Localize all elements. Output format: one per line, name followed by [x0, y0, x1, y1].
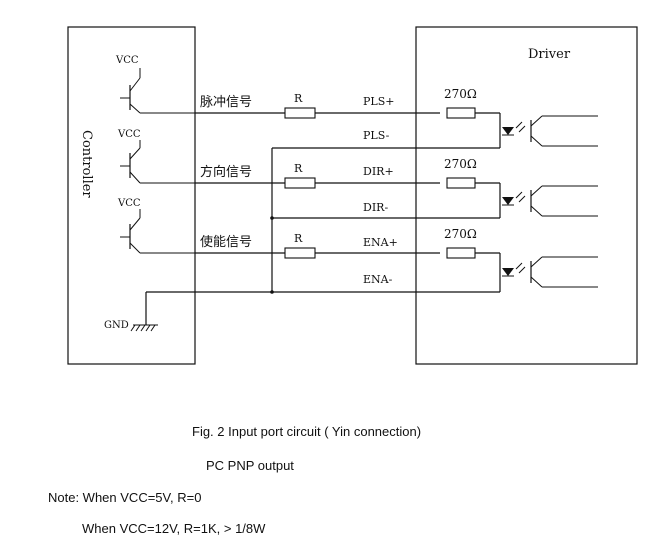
resistor-270-pls: [446, 107, 476, 119]
resistor-270-label-dir: 270Ω: [444, 157, 477, 171]
ground-icon: [130, 324, 158, 332]
signal-label-enable: 使能信号: [200, 234, 252, 250]
terminal-ena-minus: ENA-: [363, 273, 393, 286]
driver-box: [415, 26, 638, 365]
vcc-label-1: VCC: [115, 55, 139, 66]
note-line-1: Note: When VCC=5V, R=0: [48, 490, 202, 505]
resistor-r-dir: [284, 177, 316, 189]
resistor-r-pls: [284, 107, 316, 119]
resistor-r-ena: [284, 247, 316, 259]
circuit-diagram: Controller Driver VCC VCC VCC: [67, 26, 638, 365]
vcc-label-3: VCC: [117, 198, 141, 209]
resistor-270-ena: [446, 247, 476, 259]
controller-box: [67, 26, 196, 365]
note-line-2: When VCC=12V, R=1K, > 1/8W: [82, 521, 266, 536]
resistor-label-ena: R: [294, 232, 303, 245]
gnd-label: GND: [104, 320, 129, 331]
resistor-label-dir: R: [294, 162, 303, 175]
optocoupler-3: [502, 256, 598, 288]
terminal-pls-minus: PLS-: [363, 129, 390, 142]
controller-title: Controller: [79, 130, 94, 198]
resistor-270-dir: [446, 177, 476, 189]
terminal-dir-plus: DIR+: [363, 165, 394, 178]
terminal-pls-plus: PLS+: [363, 95, 394, 108]
terminal-ena-plus: ENA+: [363, 236, 398, 249]
optocoupler-1: [502, 115, 598, 147]
driver-title: Driver: [528, 47, 571, 62]
terminal-dir-minus: DIR-: [363, 201, 388, 214]
figure-subtitle: PC PNP output: [206, 458, 294, 473]
signal-label-direction: 方向信号: [200, 164, 252, 180]
resistor-label-pls: R: [294, 92, 303, 105]
transistor-2: [120, 140, 195, 184]
transistor-3: [120, 209, 195, 254]
signal-label-pulse: 脉冲信号: [200, 95, 252, 110]
figure-caption: Fig. 2 Input port circuit ( Yin connecti…: [192, 424, 422, 439]
resistor-270-label-pls: 270Ω: [444, 87, 477, 101]
vcc-label-2: VCC: [117, 129, 141, 140]
optocoupler-2: [502, 185, 598, 217]
resistor-270-label-ena: 270Ω: [444, 227, 477, 241]
transistor-1: [120, 68, 195, 114]
